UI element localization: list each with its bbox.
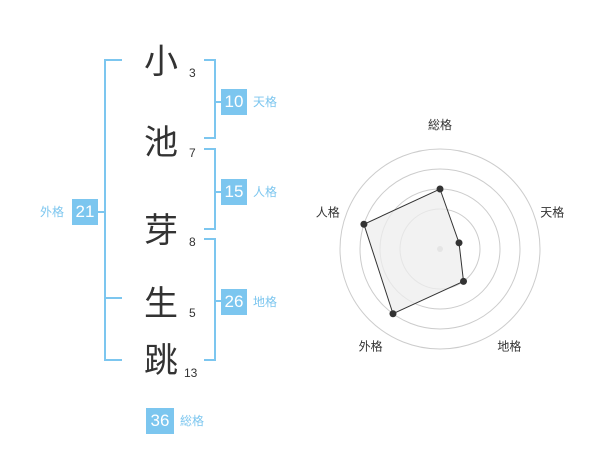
- name-char-2: 池: [144, 123, 178, 163]
- tenkaku-label: 天格: [253, 95, 278, 109]
- jinkaku-bracket: [204, 148, 216, 230]
- tenkaku-badge: 10: [221, 89, 247, 115]
- radar-axis-label-1: 総格: [428, 117, 452, 132]
- chikaku-bracket: [204, 238, 216, 361]
- name-char-1: 小: [144, 42, 178, 82]
- chikaku-badge: 26: [221, 289, 247, 315]
- chikaku-label: 地格: [253, 295, 278, 309]
- stroke-count-4: 5: [189, 306, 196, 320]
- gaikaku-connector: [98, 211, 106, 213]
- stroke-count-2: 7: [189, 146, 196, 160]
- radar-axis-label-3: 地格: [497, 338, 521, 353]
- radar-axis-label-2: 天格: [540, 205, 564, 220]
- stroke-count-1: 3: [189, 66, 196, 80]
- gaikaku-badge: 21: [72, 199, 98, 225]
- tenkaku-bracket: [204, 59, 216, 139]
- jinkaku-label: 人格: [253, 185, 278, 199]
- radar-point-1: [436, 185, 444, 193]
- radar-point-4: [389, 310, 397, 318]
- tenkaku-connector: [214, 101, 222, 103]
- soukaku-badge: 36: [146, 408, 174, 434]
- radar-point-2: [455, 239, 463, 247]
- radar-axis-label-4: 外格: [359, 338, 383, 353]
- gaikaku-bracket: [104, 59, 122, 361]
- stroke-count-5: 13: [184, 366, 198, 380]
- jinkaku-connector: [214, 191, 222, 193]
- radar-ring-4: [339, 148, 541, 350]
- radar-axis-label-5: 人格: [316, 205, 340, 220]
- radar-point-3: [460, 277, 468, 285]
- radar-area: [363, 188, 465, 315]
- radar-ring-3: [359, 168, 521, 330]
- radar-point-5: [360, 220, 368, 228]
- gaikaku-bracket-mid: [104, 297, 122, 299]
- name-char-3: 芽: [144, 211, 178, 251]
- name-char-5: 跳: [144, 341, 178, 381]
- chikaku-connector: [214, 300, 222, 302]
- jinkaku-badge: 15: [221, 179, 247, 205]
- gaikaku-label: 外格: [40, 205, 65, 219]
- stroke-count-3: 8: [189, 235, 196, 249]
- name-char-4: 生: [144, 284, 178, 324]
- soukaku-label: 総格: [180, 414, 205, 428]
